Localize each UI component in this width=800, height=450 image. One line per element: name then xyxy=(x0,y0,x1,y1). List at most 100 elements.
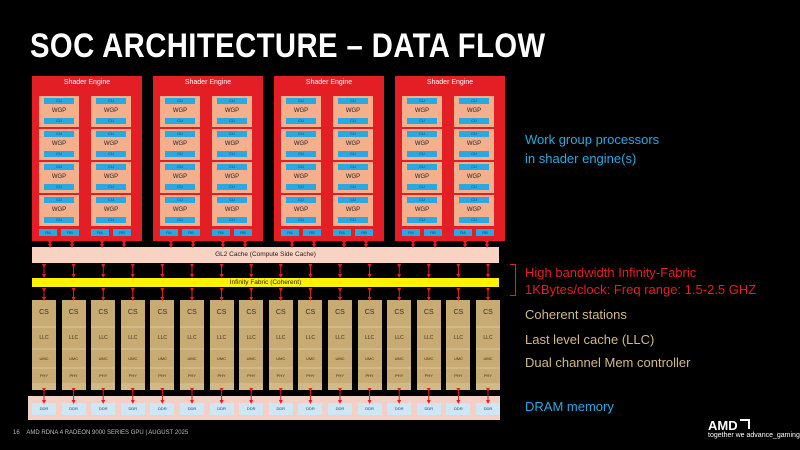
compute-unit: CU xyxy=(217,184,247,190)
coherent-station: CS xyxy=(209,300,234,326)
annotation-llc: Last level cache (LLC) xyxy=(525,332,655,347)
llc-block: LLC xyxy=(357,328,382,348)
phy-block: PHY xyxy=(209,369,234,383)
rb-block: RB xyxy=(476,229,494,236)
compute-unit: CU xyxy=(286,164,316,170)
compute-unit: CU xyxy=(96,151,126,157)
llc-block: LLC xyxy=(150,328,175,348)
ddr-chip: DDR xyxy=(298,403,323,415)
amd-arrow-icon xyxy=(739,419,750,429)
llc-block: LLC xyxy=(180,328,204,348)
ddr-chip: DDR xyxy=(328,403,352,415)
wgp-label: WGP xyxy=(345,108,361,114)
compute-unit: CU xyxy=(338,118,368,124)
gl2-cache: GL2 Cache (Compute Side Cache) xyxy=(32,247,499,263)
compute-unit: CU xyxy=(44,131,74,137)
annotation-wgp-line1: Work group processors xyxy=(525,132,660,147)
phy-block: PHY xyxy=(387,369,412,383)
coherent-station: CS xyxy=(91,300,116,326)
umc-block: UMC xyxy=(91,350,116,367)
page-number: 16 xyxy=(13,430,20,436)
wgp-label: WGP xyxy=(103,207,119,213)
footer: 16 AMD RDNA 4 RADEON 9000 SERIES GPU | A… xyxy=(13,430,188,436)
llc-block: LLC xyxy=(209,328,234,348)
phy-block: PHY xyxy=(91,369,116,383)
compute-unit: CU xyxy=(217,164,247,170)
ddr-chip: DDR xyxy=(180,403,204,415)
compute-unit: CU xyxy=(44,217,74,223)
wgp-label: WGP xyxy=(345,174,361,180)
llc-block: LLC xyxy=(91,328,116,348)
rb-block: RB xyxy=(303,229,321,236)
wgp-label: WGP xyxy=(293,174,309,180)
compute-unit: CU xyxy=(217,131,247,137)
compute-unit: CU xyxy=(217,118,247,124)
coherent-station: CS xyxy=(416,300,441,326)
compute-unit: CU xyxy=(165,197,195,203)
compute-unit: CU xyxy=(286,118,316,124)
rb-block: RB xyxy=(182,229,200,236)
ddr-chip: DDR xyxy=(91,403,116,415)
footer-text: AMD RDNA 4 RADEON 9000 SERIES GPU | AUGU… xyxy=(26,430,189,436)
ra-block: RA xyxy=(160,229,178,236)
compute-unit: CU xyxy=(165,217,195,223)
coherent-station: CS xyxy=(268,300,293,326)
ddr-chip: DDR xyxy=(357,403,382,415)
compute-unit: CU xyxy=(459,197,489,203)
compute-unit: CU xyxy=(165,164,195,170)
llc-block: LLC xyxy=(239,328,264,348)
wgp-label: WGP xyxy=(103,108,119,114)
umc-block: UMC xyxy=(32,350,56,367)
ddr-chip: DDR xyxy=(446,403,471,415)
wgp-label: WGP xyxy=(466,141,482,147)
wgp-label: WGP xyxy=(293,108,309,114)
wgp-label: WGP xyxy=(293,207,309,213)
ddr-chip: DDR xyxy=(239,403,264,415)
compute-unit: CU xyxy=(217,151,247,157)
compute-unit: CU xyxy=(96,131,126,137)
llc-block: LLC xyxy=(328,328,352,348)
amd-logo-text: AMD xyxy=(708,418,738,433)
compute-unit: CU xyxy=(96,217,126,223)
phy-block: PHY xyxy=(268,369,293,383)
compute-unit: CU xyxy=(338,164,368,170)
compute-unit: CU xyxy=(44,164,74,170)
compute-unit: CU xyxy=(286,217,316,223)
umc-block: UMC xyxy=(357,350,382,367)
compute-unit: CU xyxy=(407,118,437,124)
ddr-chip: DDR xyxy=(387,403,412,415)
ra-block: RA xyxy=(454,229,472,236)
compute-unit: CU xyxy=(44,151,74,157)
compute-unit: CU xyxy=(407,131,437,137)
compute-unit: CU xyxy=(407,151,437,157)
wgp-label: WGP xyxy=(414,207,430,213)
wgp-label: WGP xyxy=(466,108,482,114)
wgp-label: WGP xyxy=(414,108,430,114)
wgp-label: WGP xyxy=(345,207,361,213)
rb-block: RB xyxy=(355,229,373,236)
